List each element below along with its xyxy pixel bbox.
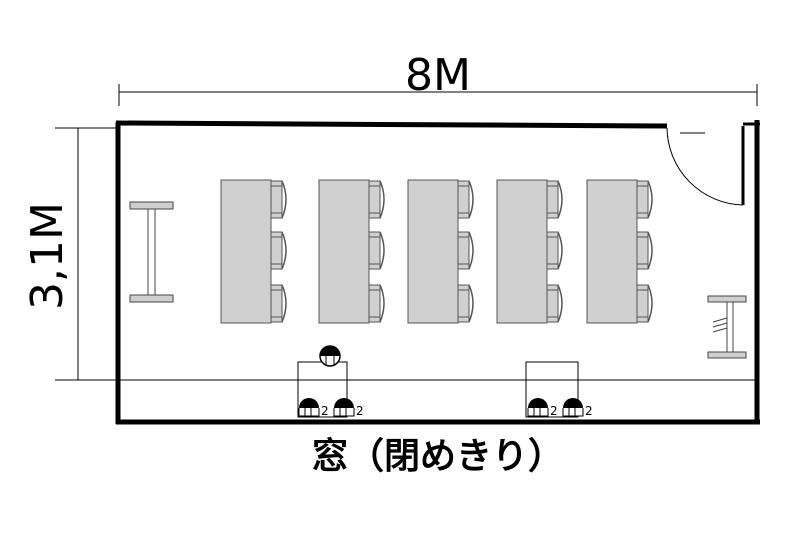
seated-person-icon: 2 [298, 398, 329, 418]
door [666, 126, 745, 206]
chair [457, 284, 474, 323]
window-table-right [525, 361, 579, 418]
desk-group [407, 179, 474, 324]
chair [636, 180, 653, 219]
chair [368, 284, 385, 323]
depth-dimension: 3,1M [22, 127, 118, 381]
person-icon [319, 345, 341, 367]
chair [546, 231, 563, 270]
chair [270, 231, 287, 270]
desk-group [318, 179, 385, 324]
seated-person-label: 2 [356, 404, 364, 418]
desk [407, 179, 459, 324]
seated-person-icon: 2 [333, 398, 364, 418]
seated-person-label: 2 [550, 404, 558, 418]
chair [636, 231, 653, 270]
desk [220, 179, 272, 324]
desk [586, 179, 638, 324]
chair [546, 284, 563, 323]
depth-label: 3,1M [22, 202, 73, 310]
seated-person-icon: 2 [527, 398, 558, 418]
width-label: 8M [405, 50, 471, 101]
chair [368, 180, 385, 219]
chair [270, 284, 287, 323]
chair [546, 180, 563, 219]
chair [368, 231, 385, 270]
side-table [707, 295, 747, 359]
seated-people: 2 2 2 2 [298, 398, 593, 418]
chair [270, 180, 287, 219]
chair [457, 231, 474, 270]
room-walls [115, 120, 760, 425]
desk-group [220, 179, 287, 324]
desk [318, 179, 370, 324]
desk-group [496, 179, 563, 324]
window-label: 窓（閉めきり） [312, 436, 564, 477]
desk-group [586, 179, 653, 324]
desk-area [220, 179, 653, 324]
chair [457, 180, 474, 219]
chair [636, 284, 653, 323]
seated-person-label: 2 [321, 404, 329, 418]
seated-person-icon: 2 [562, 398, 593, 418]
desk [496, 179, 548, 324]
width-dimension: 8M [118, 50, 758, 106]
front-table [129, 201, 174, 303]
seated-person-label: 2 [585, 404, 593, 418]
